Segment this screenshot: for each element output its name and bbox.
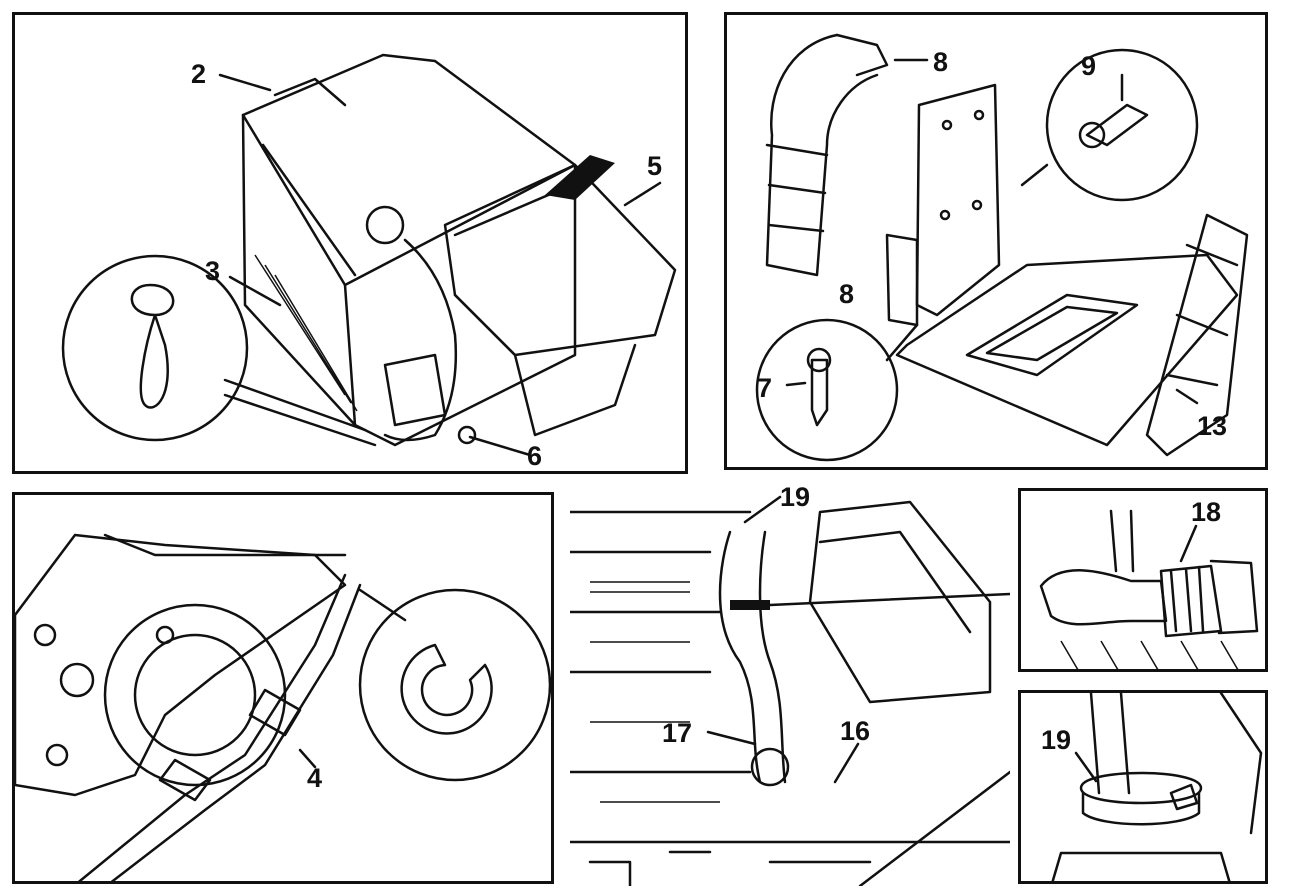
engine-bay-panel: 19 17 16 (570, 482, 1010, 886)
battery-tray-panel: 8 9 8 7 13 (724, 12, 1268, 470)
callout-18: 18 (1191, 497, 1222, 527)
battery-illustration (61, 53, 677, 457)
callout-8-top: 8 (933, 47, 949, 77)
callout-16: 16 (840, 716, 871, 746)
callout-3: 3 (205, 256, 221, 286)
callout-19-engine: 19 (780, 482, 811, 512)
callout-8-bottom: 8 (839, 279, 855, 309)
callout-13: 13 (1197, 411, 1228, 441)
callout-17: 17 (662, 718, 693, 748)
engine-bay-illustration (570, 495, 1010, 886)
callout-9: 9 (1081, 51, 1097, 81)
cable-illustration (15, 533, 551, 881)
callout-6: 6 (527, 441, 543, 471)
callout-4: 4 (307, 763, 323, 793)
cable-panel: 4 (12, 492, 554, 884)
callout-2: 2 (191, 59, 207, 89)
callout-19-clamp: 19 (1041, 725, 1072, 755)
clamp-detail-panel: 19 (1018, 690, 1268, 884)
callout-5: 5 (647, 151, 663, 181)
battery-panel: 2 3 5 6 (12, 12, 688, 474)
clamp-detail-illustration (1051, 693, 1263, 881)
hose-detail-panel: 18 (1018, 488, 1268, 672)
battery-tray-illustration (755, 33, 1249, 462)
callout-7: 7 (757, 373, 773, 403)
hose-detail-illustration (1039, 509, 1259, 669)
